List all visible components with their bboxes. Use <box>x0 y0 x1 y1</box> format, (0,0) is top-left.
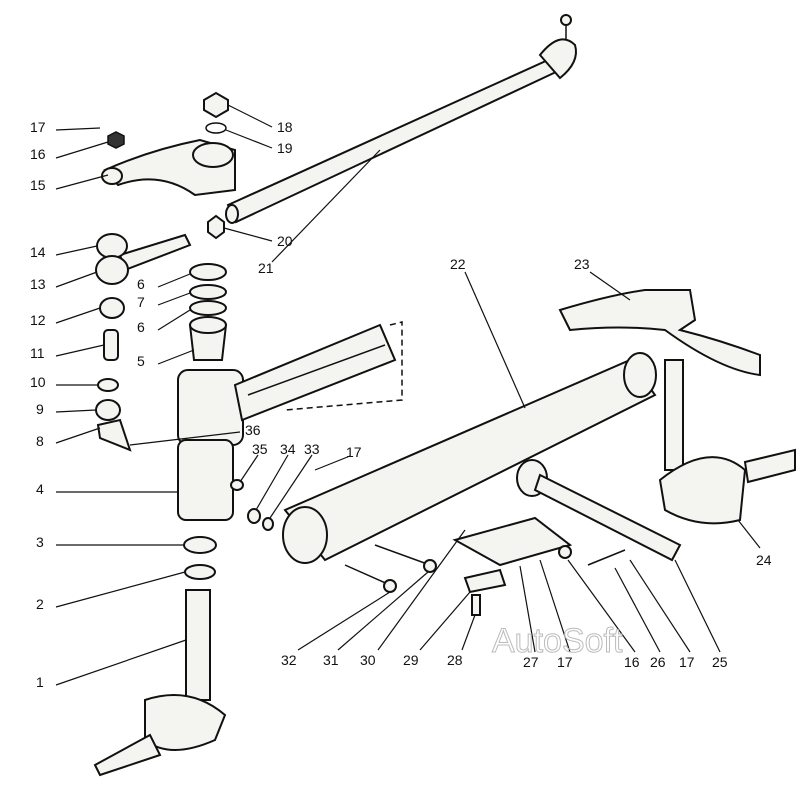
callout-25: 25 <box>712 654 728 670</box>
knuckle-24 <box>658 359 796 525</box>
callout-17: 17 <box>346 444 362 460</box>
callout-16: 16 <box>624 654 640 670</box>
callout-35: 35 <box>252 441 268 457</box>
leader-line <box>55 245 98 256</box>
leader-line <box>157 273 191 288</box>
leader-line <box>674 559 721 653</box>
leader-line <box>157 349 195 365</box>
callout-24: 24 <box>756 552 772 568</box>
callout-20: 20 <box>277 233 293 249</box>
leader-line <box>464 271 526 409</box>
leader-line <box>419 591 471 651</box>
callout-7: 7 <box>137 294 145 310</box>
callout-4: 4 <box>36 481 44 497</box>
leader-line <box>337 571 429 651</box>
leader-line <box>539 559 571 653</box>
watermark: AutoSoft <box>492 622 623 660</box>
small-parts <box>230 479 626 616</box>
leader-line <box>55 271 98 288</box>
callout-27: 27 <box>523 654 539 670</box>
callout-32: 32 <box>281 652 297 668</box>
leader-line <box>225 129 273 149</box>
callout-36: 36 <box>245 422 261 438</box>
leader-line <box>129 431 241 446</box>
callout-11: 11 <box>30 345 45 361</box>
leader-line <box>737 519 761 549</box>
callout-16: 16 <box>30 146 46 162</box>
leader-line <box>55 639 187 686</box>
callout-6: 6 <box>137 319 145 335</box>
leader-line <box>223 227 273 242</box>
leader-line <box>157 292 191 306</box>
housing-4 <box>177 321 403 521</box>
callout-31: 31 <box>323 652 339 668</box>
callout-17: 17 <box>30 119 46 135</box>
leader-line <box>314 455 351 471</box>
callout-23: 23 <box>574 256 590 272</box>
callout-8: 8 <box>36 433 44 449</box>
callout-34: 34 <box>280 441 296 457</box>
tie-rod <box>225 14 577 224</box>
callout-14: 14 <box>30 244 46 260</box>
leader-line <box>227 104 273 128</box>
callout-6: 6 <box>137 276 145 292</box>
callout-26: 26 <box>650 654 666 670</box>
callout-15: 15 <box>30 177 46 193</box>
callout-18: 18 <box>277 119 293 135</box>
callout-5: 5 <box>137 353 145 369</box>
leader-lines <box>55 104 761 686</box>
callout-3: 3 <box>36 534 44 550</box>
callout-12: 12 <box>30 312 46 328</box>
callout-28: 28 <box>447 652 463 668</box>
steering-arm-15 <box>101 91 236 197</box>
washers-5-7 <box>188 263 228 361</box>
callout-17: 17 <box>557 654 573 670</box>
leader-line <box>157 309 191 331</box>
leader-line <box>614 567 661 653</box>
leader-line <box>269 454 313 519</box>
callout-21: 21 <box>258 260 274 276</box>
callout-17: 17 <box>679 654 695 670</box>
arm-23 <box>558 289 761 377</box>
axle-beam-22 <box>282 352 682 564</box>
leader-line <box>55 571 186 608</box>
callout-10: 10 <box>30 374 46 390</box>
callout-22: 22 <box>450 256 466 272</box>
leader-line <box>55 409 97 413</box>
leader-line <box>55 127 101 131</box>
callout-19: 19 <box>277 140 293 156</box>
callout-9: 9 <box>36 401 44 417</box>
leader-line <box>55 174 109 190</box>
leader-line <box>461 614 476 651</box>
leader-line <box>55 344 105 357</box>
callout-30: 30 <box>360 652 376 668</box>
leader-line <box>519 565 536 653</box>
leader-line <box>55 307 101 324</box>
leader-line <box>271 149 381 263</box>
leader-line <box>55 141 109 159</box>
leader-line <box>55 427 101 444</box>
leader-line <box>377 529 466 651</box>
callout-33: 33 <box>304 441 320 457</box>
callout-2: 2 <box>36 596 44 612</box>
leader-line <box>297 591 391 651</box>
nut-20 <box>207 214 225 240</box>
leader-line <box>589 271 631 301</box>
callout-29: 29 <box>403 652 419 668</box>
ball-joint-13-14 <box>95 233 192 452</box>
callout-1: 1 <box>36 674 44 690</box>
spindle-1 <box>93 536 227 777</box>
leader-line <box>629 559 691 653</box>
callout-13: 13 <box>30 276 46 292</box>
leader-line <box>567 559 636 653</box>
leader-line <box>239 454 259 483</box>
leader-line <box>255 454 289 511</box>
